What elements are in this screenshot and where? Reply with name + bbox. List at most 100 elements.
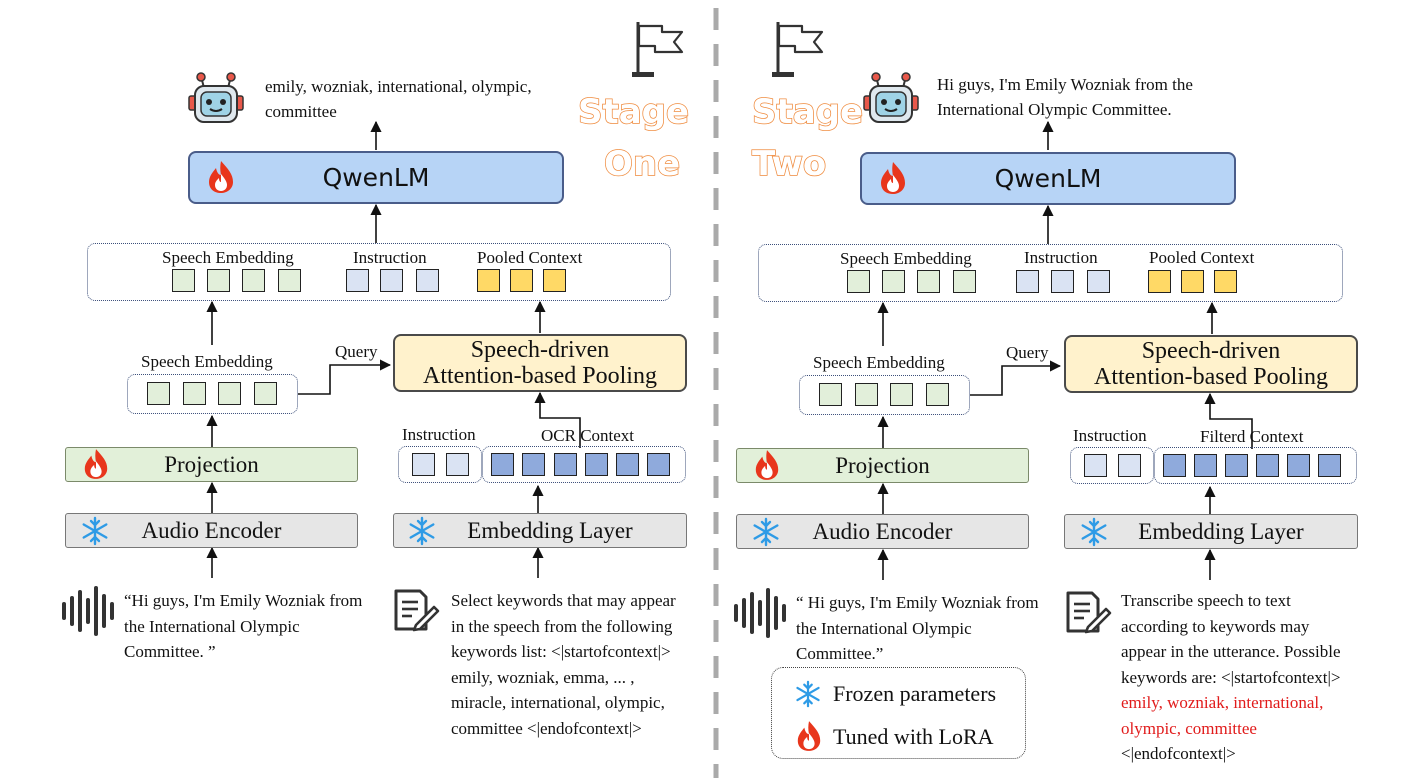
qwenlm-label: QwenLM [994, 164, 1102, 193]
flame-icon [876, 159, 910, 197]
context-token [1318, 454, 1341, 477]
speech-token [882, 270, 905, 293]
context-token [616, 453, 639, 476]
stage-one-audio-encoder-box: Audio Encoder [65, 513, 358, 548]
robot-icon [861, 68, 921, 126]
stage-one-group-speech-label: Speech Embedding [162, 248, 294, 267]
stage-one-title-line1: Stage [577, 91, 690, 133]
waveform-icon [732, 588, 788, 638]
instruction-token [412, 453, 435, 476]
legend-box [771, 667, 1026, 759]
context-token [522, 453, 545, 476]
audio-encoder-label: Audio Encoder [812, 518, 953, 544]
prompt-line: emily, wozniak, emma, ... , [451, 667, 635, 687]
snowflake-icon [78, 514, 112, 548]
flame-icon [793, 718, 825, 754]
stage-one-projection-box: Projection [65, 447, 358, 482]
stage-one-group-instruction-label: Instruction [353, 248, 427, 267]
instruction-token [1051, 270, 1074, 293]
stage-one-utterance-text: “Hi guys, I'm Emily Wozniak from the Int… [124, 591, 363, 661]
stage-two-instruction-label: Instruction [1073, 426, 1147, 445]
prompt-line: appear in the utterance. Possible [1121, 642, 1341, 661]
document-pencil-icon [388, 586, 442, 634]
stage-two-query-label: Query [1006, 343, 1049, 362]
instruction-token [1016, 270, 1039, 293]
prompt-line: miracle, international, olympic, [451, 693, 665, 712]
stage-one-output-text: emily, wozniak, international, olympic, … [265, 77, 532, 121]
stage-two-title-line2: Two [751, 143, 827, 185]
pooled-token [1148, 270, 1171, 293]
speech-token [183, 382, 206, 405]
prompt-line: keywords are: <|startofcontext|> [1121, 667, 1341, 687]
stage-two-embedding-layer-box: Embedding Layer [1064, 514, 1358, 549]
stage-two-speech-embedding-label: Speech Embedding [813, 353, 945, 372]
context-token [554, 453, 577, 476]
projection-label: Projection [164, 451, 259, 477]
stage-two-input-sequence [758, 244, 1343, 302]
speech-token [953, 270, 976, 293]
instruction-token [346, 269, 369, 292]
instruction-token [1084, 454, 1107, 477]
audio-encoder-label: Audio Encoder [141, 517, 282, 543]
speech-token [242, 269, 265, 292]
stage-two-group-instruction-label: Instruction [1024, 248, 1098, 267]
prompt-keywords-line: emily, wozniak, international, [1121, 693, 1324, 712]
stage-one-pooling-box: Speech-driven Attention-based Pooling [393, 334, 687, 392]
stage-one-qwenlm-box: QwenLM [188, 151, 564, 204]
prompt-keywords-line: olympic, committee [1121, 718, 1257, 738]
prompt-end-line: <|endofcontext|> [1121, 744, 1236, 763]
stage-two-utterance-text: “ Hi guys, I'm Emily Wozniak from the In… [796, 593, 1039, 663]
robot-icon [186, 68, 246, 126]
speech-token [207, 269, 230, 292]
flame-icon [751, 447, 783, 483]
speech-token [147, 382, 170, 405]
snowflake-icon [792, 678, 824, 710]
snowflake-icon [1077, 515, 1111, 549]
prompt-line: keywords list: <|startofcontext|> [451, 642, 671, 661]
pooling-line1: Speech-driven [470, 337, 610, 363]
context-token [585, 453, 608, 476]
speech-token [218, 382, 241, 405]
speech-token [890, 383, 913, 406]
stage-two-qwenlm-box: QwenLM [860, 152, 1236, 205]
legend-frozen-label: Frozen parameters [833, 681, 997, 706]
prompt-line: committee <|endofcontext|> [451, 718, 642, 738]
flame-icon [204, 158, 238, 196]
stage-two-audio-encoder-box: Audio Encoder [736, 514, 1029, 549]
document-pencil-icon [1060, 588, 1114, 636]
instruction-token [1118, 454, 1141, 477]
stage-two-instruction-group [1070, 447, 1154, 484]
pooling-line2: Attention-based Pooling [423, 363, 657, 389]
stage-two-pooling-box: Speech-driven Attention-based Pooling [1064, 335, 1358, 393]
stage-two-context-label: Filterd Context [1200, 427, 1304, 446]
flag-icon [622, 18, 690, 80]
prompt-line: Transcribe speech to text [1121, 591, 1291, 610]
pooled-token [477, 269, 500, 292]
context-token [1287, 454, 1310, 477]
stage-two-group-pooled-label: Pooled Context [1149, 248, 1255, 267]
stage-one-speech-embedding-group [127, 374, 298, 414]
instruction-token [446, 453, 469, 476]
embedding-layer-label: Embedding Layer [1138, 518, 1304, 544]
speech-token [926, 383, 949, 406]
context-token [1194, 454, 1217, 477]
context-token [1163, 454, 1186, 477]
speech-token [254, 382, 277, 405]
stage-one-input-sequence [87, 243, 671, 301]
speech-token [819, 383, 842, 406]
pooled-token [1181, 270, 1204, 293]
speech-token [855, 383, 878, 406]
instruction-token [380, 269, 403, 292]
context-token [491, 453, 514, 476]
stage-two-projection-box: Projection [736, 448, 1029, 483]
stage-one-group-pooled-label: Pooled Context [477, 248, 583, 267]
context-token [647, 453, 670, 476]
pooled-token [543, 269, 566, 292]
stage-two-prompt-text: Transcribe speech to text according to k… [1121, 588, 1391, 767]
prompt-line: in the speech from the following [451, 616, 673, 636]
speech-token [847, 270, 870, 293]
stage-one-title-line2: One [603, 143, 681, 185]
context-token [1225, 454, 1248, 477]
stage-one-query-label: Query [335, 342, 378, 361]
pooling-line1: Speech-driven [1141, 338, 1281, 364]
